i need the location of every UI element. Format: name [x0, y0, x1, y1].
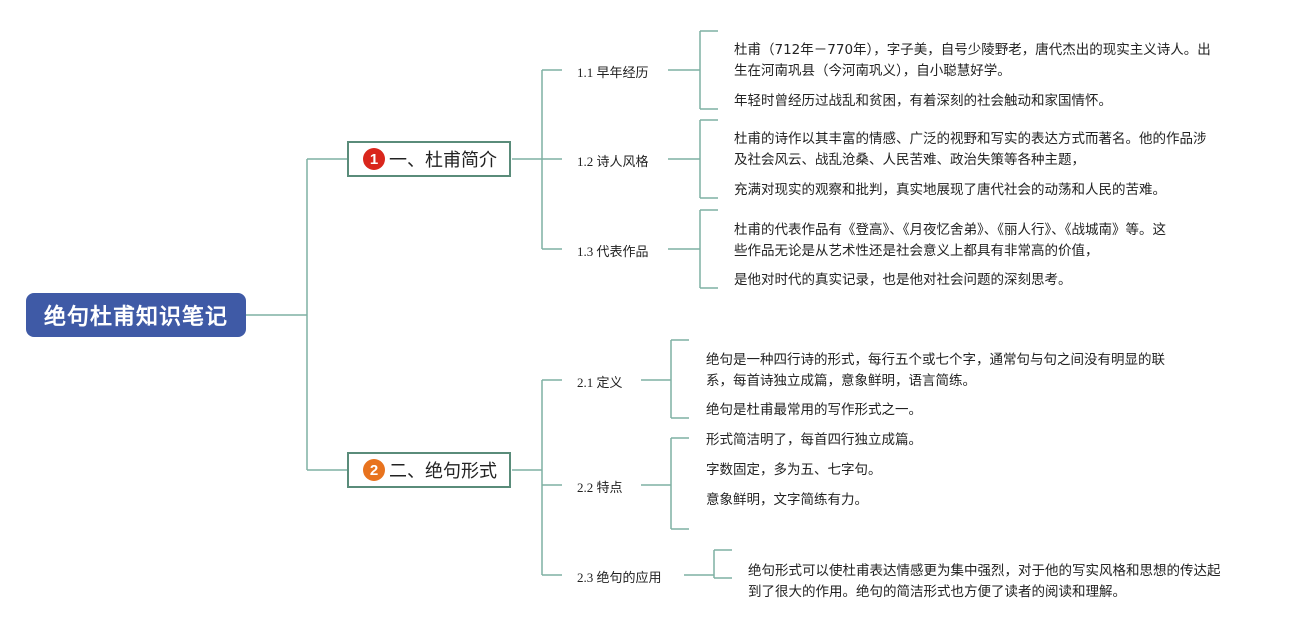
leaf-line: 形式简洁明了，每首四行独立成篇。 [706, 432, 922, 448]
number-badge: 1 [363, 148, 385, 170]
leaf-line: 意象鲜明，文字简练有力。 [706, 492, 868, 508]
leaf-line: 字数固定，多为五、七字句。 [706, 462, 882, 478]
leaf-line: 杜甫的代表作品有《登高》、《月夜忆舍弟》、《丽人行》、《战城南》等。这 [734, 222, 1166, 238]
leaf-line: 到了很大的作用。绝句的简洁形式也方便了读者的阅读和理解。 [748, 584, 1126, 600]
section-title: 二、绝句形式 [389, 461, 497, 482]
section-dufu-intro[interactable]: 1 一、杜甫简介 [347, 141, 511, 177]
subtopic-features[interactable]: 2.2 特点 [577, 480, 623, 495]
section-title: 一、杜甫简介 [389, 150, 497, 171]
leaf-line: 绝句是杜甫最常用的写作形式之一。 [706, 402, 922, 418]
leaf-line: 绝句是一种四行诗的形式，每行五个或七个字，通常句与句之间没有明显的联 [706, 352, 1165, 368]
leaf-line: 些作品无论是从艺术性还是社会意义上都具有非常高的价值， [734, 243, 1099, 259]
leaf-line: 系，每首诗独立成篇，意象鲜明，语言简练。 [706, 373, 976, 389]
leaf-line: 生在河南巩县（今河南巩义），自小聪慧好学。 [734, 63, 1011, 79]
leaf-note[interactable]: 杜甫的代表作品有《登高》、《月夜忆舍弟》、《丽人行》、《战城南》等。这 些作品无… [734, 220, 1166, 262]
leaf-note[interactable]: 杜甫的诗作以其丰富的情感、广泛的视野和写实的表达方式而著名。他的作品涉 及社会风… [734, 129, 1207, 171]
leaf-note[interactable]: 意象鲜明，文字简练有力。 [706, 490, 868, 511]
number-badge: 2 [363, 459, 385, 481]
leaf-note[interactable]: 形式简洁明了，每首四行独立成篇。 [706, 430, 922, 451]
leaf-line: 充满对现实的观察和批判，真实地展现了唐代社会的动荡和人民的苦难。 [734, 182, 1166, 198]
subtopic-definition[interactable]: 2.1 定义 [577, 375, 623, 390]
leaf-line: 杜甫（712年－770年），字子美，自号少陵野老，唐代杰出的现实主义诗人。出 [734, 42, 1211, 58]
leaf-line: 杜甫的诗作以其丰富的情感、广泛的视野和写实的表达方式而著名。他的作品涉 [734, 131, 1207, 147]
section-jueju-form[interactable]: 2 二、绝句形式 [347, 452, 511, 488]
leaf-line: 绝句形式可以使杜甫表达情感更为集中强烈，对于他的写实风格和思想的传达起 [748, 563, 1221, 579]
leaf-note[interactable]: 年轻时曾经历过战乱和贫困，有着深刻的社会触动和家国情怀。 [734, 91, 1112, 112]
root-topic[interactable]: 绝句杜甫知识笔记 [26, 293, 246, 337]
leaf-note[interactable]: 杜甫（712年－770年），字子美，自号少陵野老，唐代杰出的现实主义诗人。出 生… [734, 40, 1211, 82]
leaf-note[interactable]: 绝句形式可以使杜甫表达情感更为集中强烈，对于他的写实风格和思想的传达起 到了很大… [748, 561, 1221, 603]
subtopic-early-life[interactable]: 1.1 早年经历 [577, 65, 649, 80]
leaf-line: 是他对时代的真实记录，也是他对社会问题的深刻思考。 [734, 272, 1072, 288]
subtopic-representative-works[interactable]: 1.3 代表作品 [577, 244, 649, 259]
subtopic-poet-style[interactable]: 1.2 诗人风格 [577, 154, 649, 169]
leaf-note[interactable]: 绝句是杜甫最常用的写作形式之一。 [706, 400, 922, 421]
leaf-line: 年轻时曾经历过战乱和贫困，有着深刻的社会触动和家国情怀。 [734, 93, 1112, 109]
leaf-note[interactable]: 绝句是一种四行诗的形式，每行五个或七个字，通常句与句之间没有明显的联 系，每首诗… [706, 350, 1165, 392]
leaf-note[interactable]: 字数固定，多为五、七字句。 [706, 460, 882, 481]
leaf-line: 及社会风云、战乱沧桑、人民苦难、政治失策等各种主题， [734, 152, 1085, 168]
subtopic-application[interactable]: 2.3 绝句的应用 [577, 570, 662, 585]
leaf-note[interactable]: 是他对时代的真实记录，也是他对社会问题的深刻思考。 [734, 270, 1072, 291]
leaf-note[interactable]: 充满对现实的观察和批判，真实地展现了唐代社会的动荡和人民的苦难。 [734, 180, 1166, 201]
